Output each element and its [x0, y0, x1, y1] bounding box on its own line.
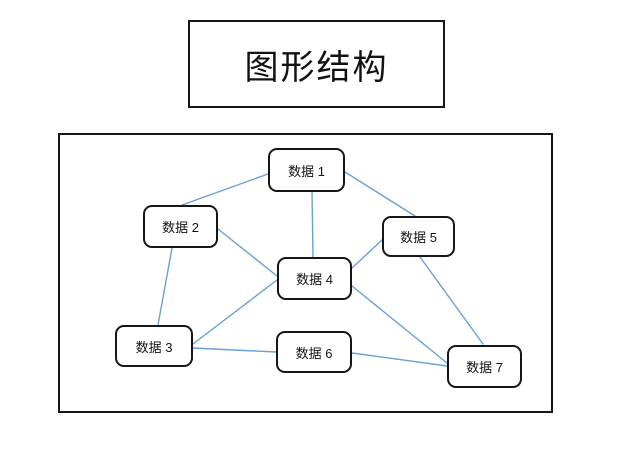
- node-2[interactable]: 数据 2: [143, 205, 218, 248]
- node-1[interactable]: 数据 1: [268, 148, 345, 192]
- title-box: 图形结构: [188, 20, 445, 108]
- node-4[interactable]: 数据 4: [277, 257, 352, 300]
- node-label: 数据 5: [400, 230, 437, 245]
- node-label: 数据 4: [296, 272, 333, 287]
- page-title: 图形结构: [244, 47, 389, 88]
- node-label: 数据 6: [295, 345, 333, 361]
- node-6[interactable]: 数据 6: [276, 331, 352, 373]
- node-label: 数据 2: [162, 220, 199, 235]
- node-3[interactable]: 数据 3: [115, 325, 193, 367]
- node-label: 数据 7: [466, 360, 503, 375]
- node-label: 数据 3: [135, 339, 173, 355]
- node-5[interactable]: 数据 5: [382, 216, 455, 257]
- node-7[interactable]: 数据 7: [447, 345, 522, 388]
- node-label: 数据 1: [288, 163, 325, 179]
